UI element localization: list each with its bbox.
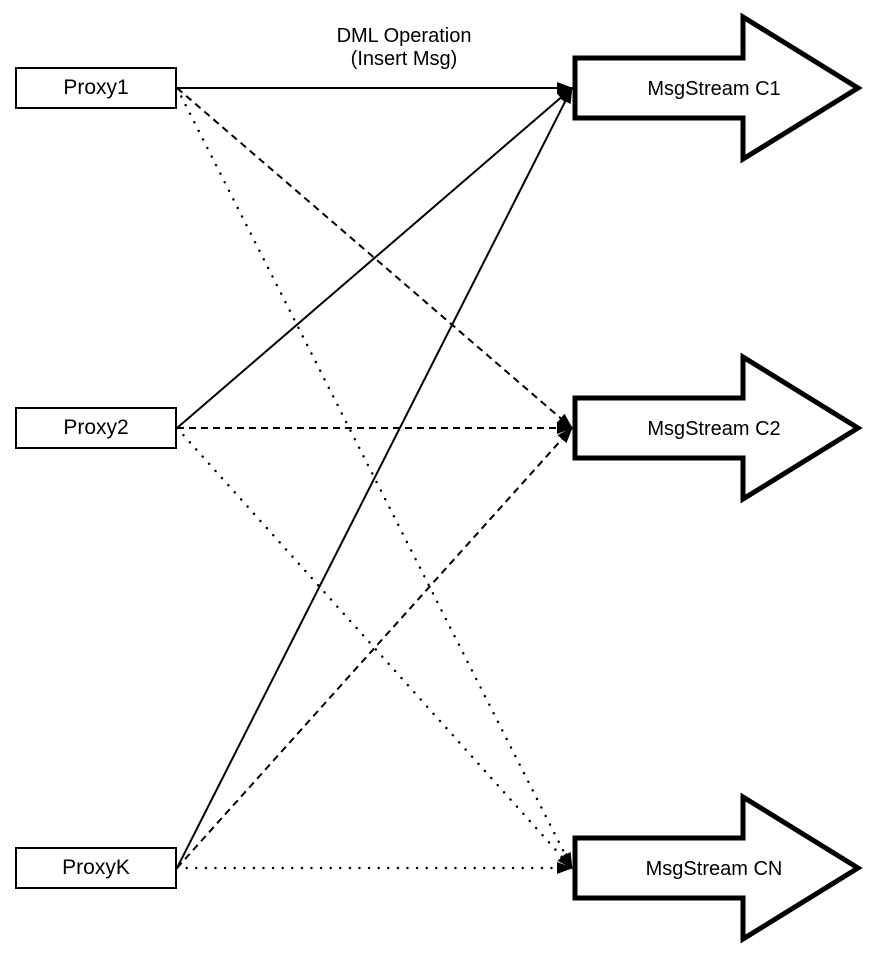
proxyk-label: ProxyK [62,856,130,879]
proxy2-label: Proxy2 [63,416,129,439]
msgstream-arrow-c1: MsgStream C1 [572,12,863,164]
edge-proxy1-c2 [176,87,573,429]
msgstream-arrow-c2: MsgStream C2 [572,352,863,504]
edge-proxy2-c1 [176,87,573,429]
proxy2-box: Proxy2 [15,407,177,449]
title-line-1: DML Operation [336,25,472,47]
msgstream-c2-label: MsgStream C2 [647,418,780,440]
edges-layer [175,82,574,874]
msgstream-cn-label: MsgStream CN [646,858,783,880]
diagram-title: DML Operation (Insert Msg) [337,25,472,71]
block-arrow-shape-c1 [572,12,863,164]
msgstream-arrows: MsgStream C1 MsgStream C2 MsgStream CN [572,12,863,944]
title-line-2: (Insert Msg) [350,48,458,70]
edge-proxy1-cn [175,86,574,870]
proxy1-label: Proxy1 [63,76,129,99]
proxy1-box: Proxy1 [15,67,177,109]
edge-proxyk-c1 [176,87,573,869]
msgstream-arrow-cn: MsgStream CN [572,792,863,944]
msgstream-c1-label: MsgStream C1 [647,78,780,100]
block-arrow-shape-cn [572,792,863,944]
proxyk-box: ProxyK [15,847,177,889]
block-arrow-shape-c2 [572,352,863,504]
edge-proxyk-c2 [176,427,573,869]
